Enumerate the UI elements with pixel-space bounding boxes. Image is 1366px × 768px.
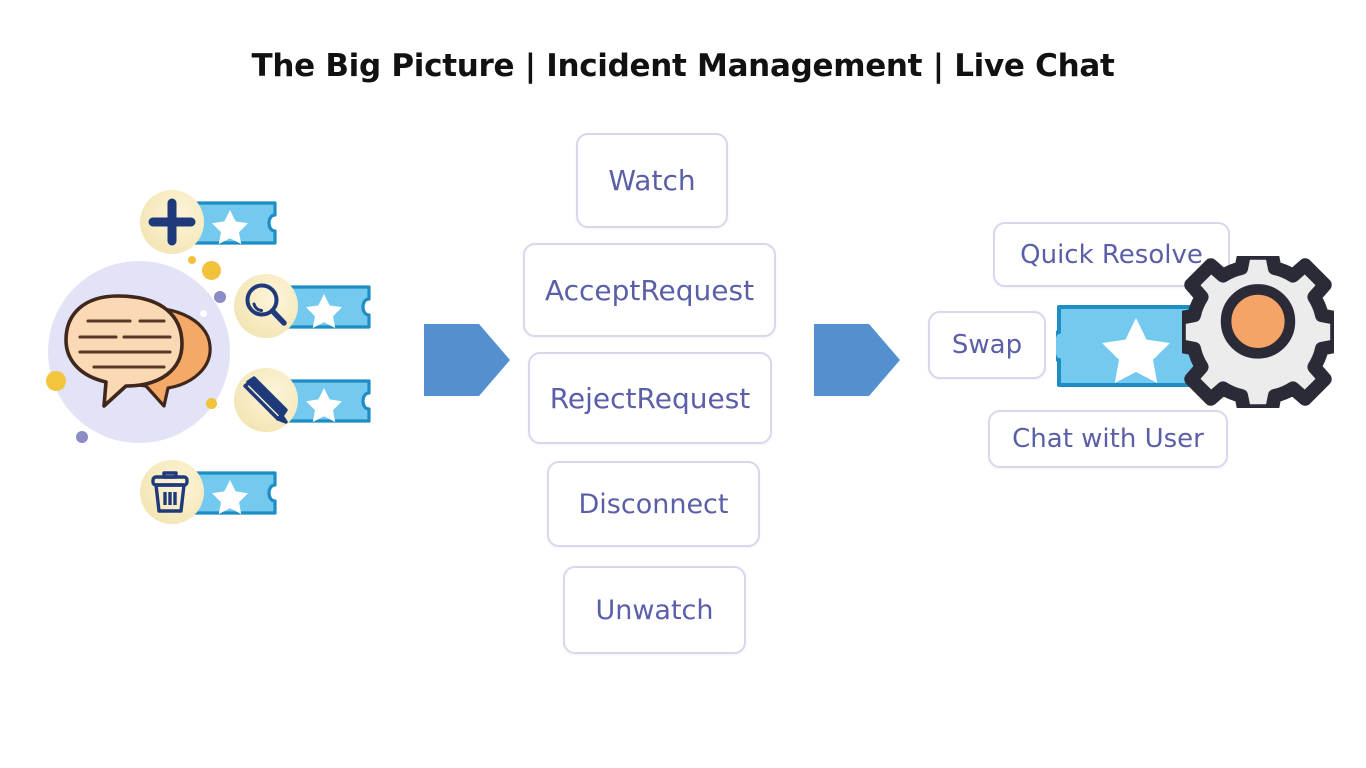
star-ticket-icon bbox=[276, 378, 372, 429]
action-box-reject-request[interactable]: RejectRequest bbox=[528, 352, 772, 444]
action-box-chat-with-user[interactable]: Chat with User bbox=[988, 410, 1228, 468]
arrow-right-icon bbox=[424, 324, 510, 396]
decorative-dot bbox=[214, 291, 226, 303]
action-box-unwatch[interactable]: Unwatch bbox=[563, 566, 746, 654]
decorative-dot bbox=[46, 371, 66, 391]
magnifier-icon bbox=[234, 274, 298, 338]
star-ticket-icon bbox=[276, 284, 372, 335]
plus-icon bbox=[140, 190, 204, 254]
pencil-icon bbox=[234, 368, 298, 432]
decorative-dot bbox=[200, 310, 207, 317]
chat-bubbles-icon bbox=[60, 288, 220, 418]
action-box-watch[interactable]: Watch bbox=[576, 133, 728, 228]
page-title: The Big Picture | Incident Management | … bbox=[251, 48, 1115, 84]
action-box-quick-resolve[interactable]: Quick Resolve bbox=[993, 222, 1230, 287]
arrow-right-icon bbox=[814, 324, 900, 396]
decorative-dot bbox=[206, 398, 217, 409]
gear-icon[interactable] bbox=[1172, 246, 1344, 418]
action-label: AcceptRequest bbox=[544, 273, 755, 307]
action-box-accept-request[interactable]: AcceptRequest bbox=[523, 243, 776, 337]
action-label: Quick Resolve bbox=[1020, 239, 1203, 270]
action-label: Swap bbox=[951, 330, 1023, 360]
action-box-disconnect[interactable]: Disconnect bbox=[547, 461, 760, 547]
decorative-dot bbox=[76, 431, 88, 443]
action-label: Disconnect bbox=[578, 488, 729, 520]
action-label: RejectRequest bbox=[549, 381, 751, 415]
trash-icon bbox=[140, 460, 204, 524]
star-ticket-icon bbox=[182, 200, 278, 251]
action-box-swap[interactable]: Swap bbox=[928, 311, 1046, 379]
star-ticket-icon bbox=[182, 470, 278, 521]
decorative-dot bbox=[202, 261, 221, 280]
action-label: Chat with User bbox=[1012, 424, 1204, 454]
decorative-dot bbox=[188, 256, 196, 264]
action-label: Watch bbox=[608, 164, 696, 197]
action-label: Unwatch bbox=[595, 594, 714, 626]
